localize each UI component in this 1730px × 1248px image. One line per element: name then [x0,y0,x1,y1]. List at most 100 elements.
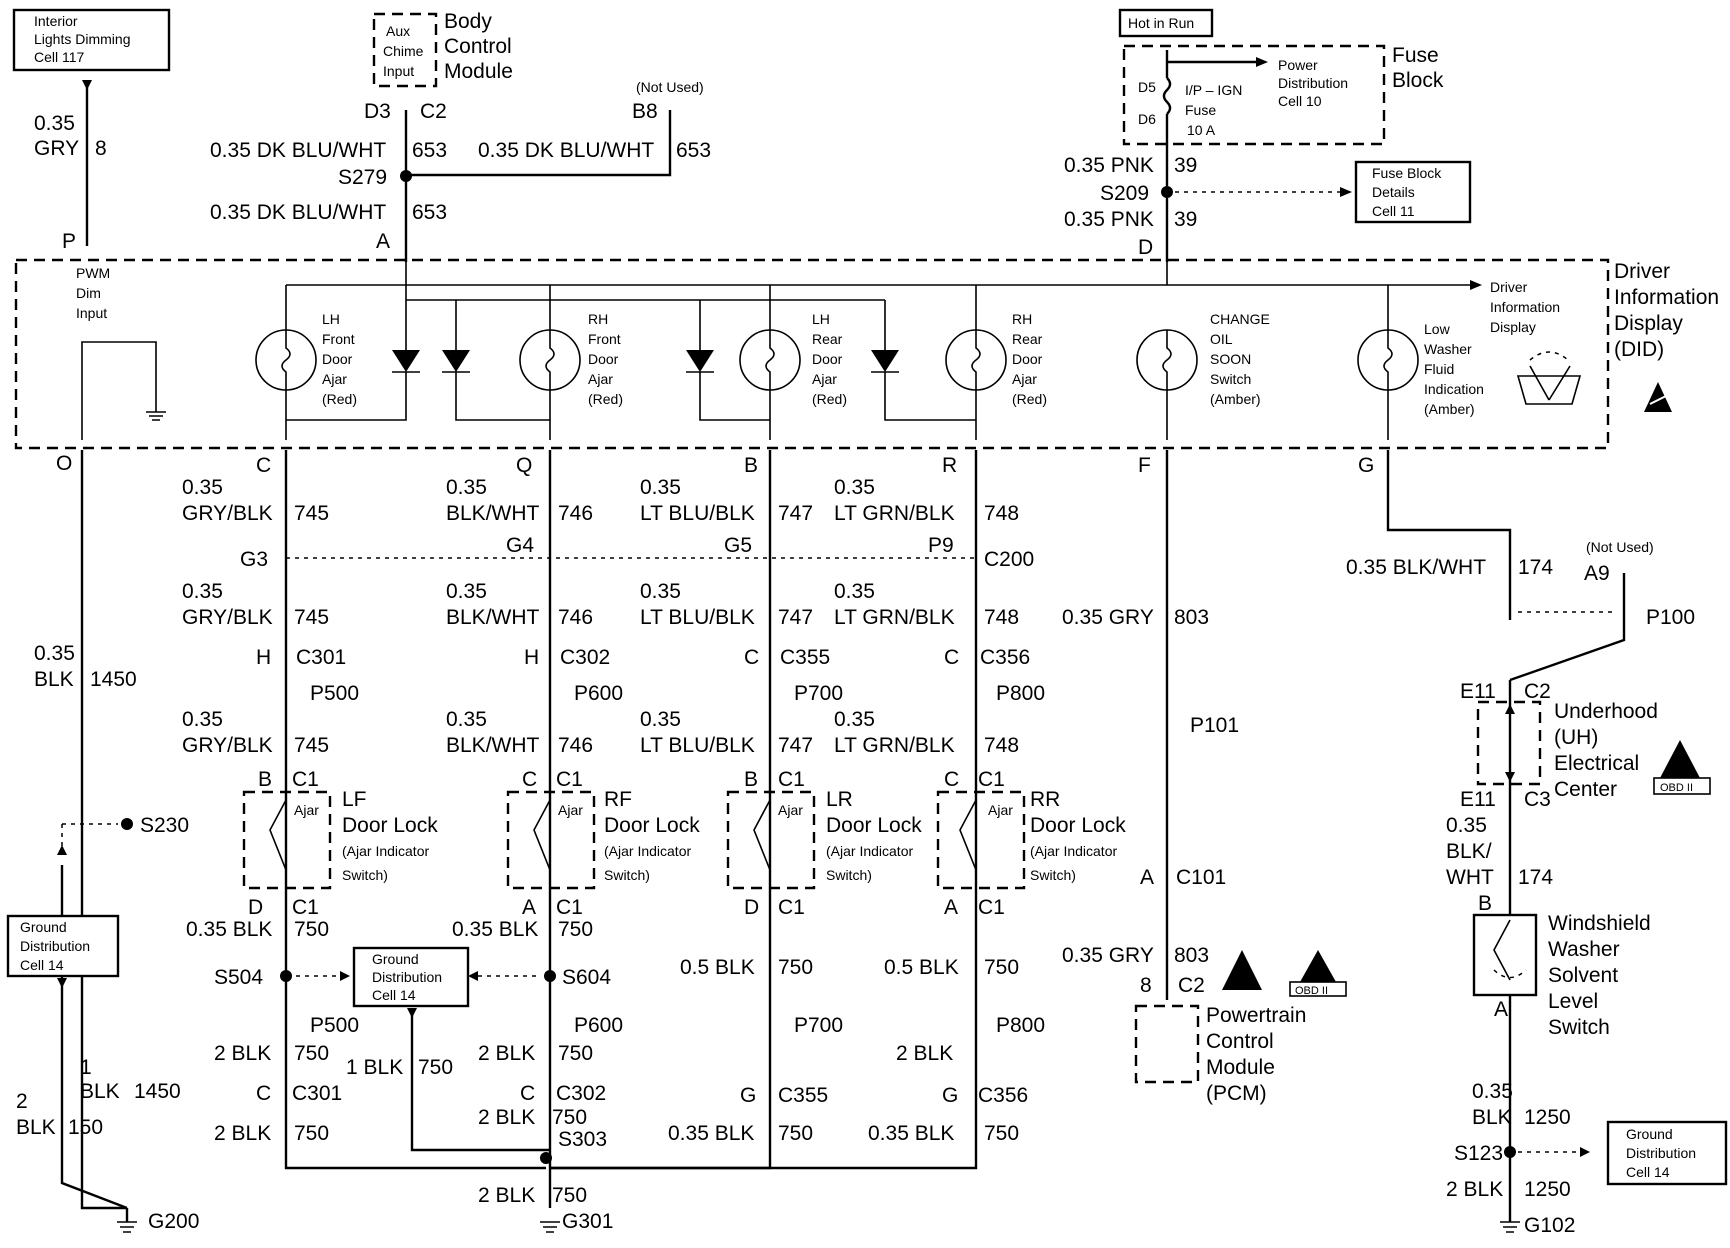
fuse-block-details-ref: Fuse Block Details Cell 11 [1354,160,1472,224]
svg-text:653: 653 [412,201,447,224]
svg-text:Door: Door [588,351,619,367]
svg-text:C1: C1 [778,768,805,791]
top-wires: 0.35 GRY 8 0.35 DK BLU/WHT 653 0.35 DK B… [34,80,1352,262]
svg-text:(PCM): (PCM) [1206,1082,1267,1105]
svg-text:Front: Front [588,331,621,347]
svg-text:Ground: Ground [1626,1126,1673,1142]
svg-text:S303: S303 [558,1128,607,1151]
svg-text:(Ajar Indicator: (Ajar Indicator [1030,843,1117,859]
svg-text:Washer: Washer [1424,341,1472,357]
svg-text:0.35 PNK: 0.35 PNK [1064,208,1154,231]
svg-text:8: 8 [1140,974,1152,997]
svg-text:0.35: 0.35 [640,580,681,603]
svg-text:E11: E11 [1460,680,1496,703]
svg-text:P500: P500 [310,1014,359,1037]
svg-text:745: 745 [294,502,329,525]
svg-text:Q: Q [516,454,532,477]
svg-text:Ajar: Ajar [988,802,1013,818]
svg-text:174: 174 [1518,866,1553,889]
svg-text:750: 750 [294,918,329,941]
svg-text:G: G [740,1084,756,1107]
ground-distribution-ref-right: Ground Distribution Cell 14 [1606,1120,1728,1186]
svg-text:2 BLK: 2 BLK [478,1106,535,1129]
svg-text:750: 750 [558,918,593,941]
svg-text:Display: Display [1490,319,1536,335]
svg-text:8: 8 [95,137,107,160]
svg-text:Windshield: Windshield [1548,912,1651,935]
svg-text:0.35 DK BLU/WHT: 0.35 DK BLU/WHT [210,201,386,224]
svg-text:G5: G5 [724,534,752,557]
svg-text:0.5 BLK: 0.5 BLK [680,956,755,979]
low-washer-fluid-lamp: Low Washer Fluid Indication (Amber) [1357,321,1484,417]
svg-text:1: 1 [80,1056,92,1079]
svg-text:C2: C2 [420,100,447,123]
svg-text:150: 150 [68,1116,103,1139]
svg-text:OIL: OIL [1210,331,1233,347]
svg-text:0.35 BLK: 0.35 BLK [668,1122,754,1145]
lh-front-door-ajar-lamp: LH Front Door Ajar (Red) [255,311,357,407]
svg-text:(Not Used): (Not Used) [1586,539,1654,555]
svg-text:Fuse Block: Fuse Block [1372,165,1442,181]
svg-text:748: 748 [984,734,1019,757]
wire-labels: 0.35 GRY/BLK 745 0.35 BLK/WHT 746 0.35 L… [34,476,1045,855]
svg-text:D5: D5 [1138,79,1156,95]
svg-text:(Ajar Indicator: (Ajar Indicator [342,843,429,859]
svg-text:Interior: Interior [34,13,78,29]
svg-text:B: B [258,768,272,791]
svg-text:Rear: Rear [812,331,843,347]
door-lock-switches: Ajar LF Door Lock (Ajar Indicator Switch… [242,788,1126,919]
svg-text:Lights Dimming: Lights Dimming [34,31,130,47]
svg-text:Door Lock: Door Lock [1030,814,1126,837]
svg-text:746: 746 [558,734,593,757]
rf-door-lock-switch: Ajar RF Door Lock (Ajar Indicator Switch… [506,788,700,890]
svg-text:0.35 GRY: 0.35 GRY [1062,606,1154,629]
svg-text:0.35 BLK: 0.35 BLK [186,918,272,941]
svg-text:C1: C1 [978,768,1005,791]
svg-text:0.35: 0.35 [834,580,875,603]
svg-text:C1: C1 [556,896,583,919]
svg-text:GRY/BLK: GRY/BLK [182,606,273,629]
svg-text:S209: S209 [1100,182,1149,205]
svg-text:Washer: Washer [1548,938,1620,961]
svg-text:0.35: 0.35 [34,642,75,665]
svg-text:0.35 DK BLU/WHT: 0.35 DK BLU/WHT [210,139,386,162]
svg-text:0.35: 0.35 [1446,814,1487,837]
ground-distribution-ref-center: Ground Distribution Cell 14 [352,946,470,1008]
svg-text:750: 750 [552,1184,587,1207]
svg-text:(Red): (Red) [588,391,623,407]
svg-text:Cell 14: Cell 14 [20,957,64,973]
svg-text:0.35 PNK: 0.35 PNK [1064,154,1154,177]
svg-text:(Amber): (Amber) [1424,401,1475,417]
svg-text:Control: Control [444,35,512,58]
svg-text:2 BLK: 2 BLK [896,1042,953,1065]
svg-text:S230: S230 [140,814,189,837]
svg-text:C2: C2 [1178,974,1205,997]
svg-text:747: 747 [778,734,813,757]
svg-text:C356: C356 [978,1084,1028,1107]
svg-text:SOON: SOON [1210,351,1251,367]
body-control-module: Aux Chime Input Body Control Module D3 C… [364,10,704,123]
svg-text:H: H [256,646,271,669]
svg-text:B: B [744,768,758,791]
svg-text:1450: 1450 [90,668,137,691]
svg-text:S279: S279 [338,166,387,189]
svg-text:A: A [1140,866,1154,889]
svg-text:C1: C1 [292,768,319,791]
svg-text:GRY: GRY [34,137,79,160]
svg-text:2 BLK: 2 BLK [478,1042,535,1065]
svg-text:A: A [376,230,390,253]
svg-text:C302: C302 [556,1082,606,1105]
svg-text:Driver: Driver [1490,279,1528,295]
svg-text:Control: Control [1206,1030,1274,1053]
svg-text:Cell 10: Cell 10 [1278,93,1322,109]
svg-text:750: 750 [778,1122,813,1145]
svg-text:S604: S604 [562,966,611,989]
svg-text:747: 747 [778,606,813,629]
svg-text:Fluid: Fluid [1424,361,1454,377]
svg-text:Input: Input [76,305,107,321]
svg-text:Switch): Switch) [342,867,388,883]
main-wires [60,450,1626,1222]
svg-text:LT GRN/BLK: LT GRN/BLK [834,502,955,525]
svg-text:A9: A9 [1584,562,1610,585]
svg-text:Distribution: Distribution [1626,1145,1696,1161]
